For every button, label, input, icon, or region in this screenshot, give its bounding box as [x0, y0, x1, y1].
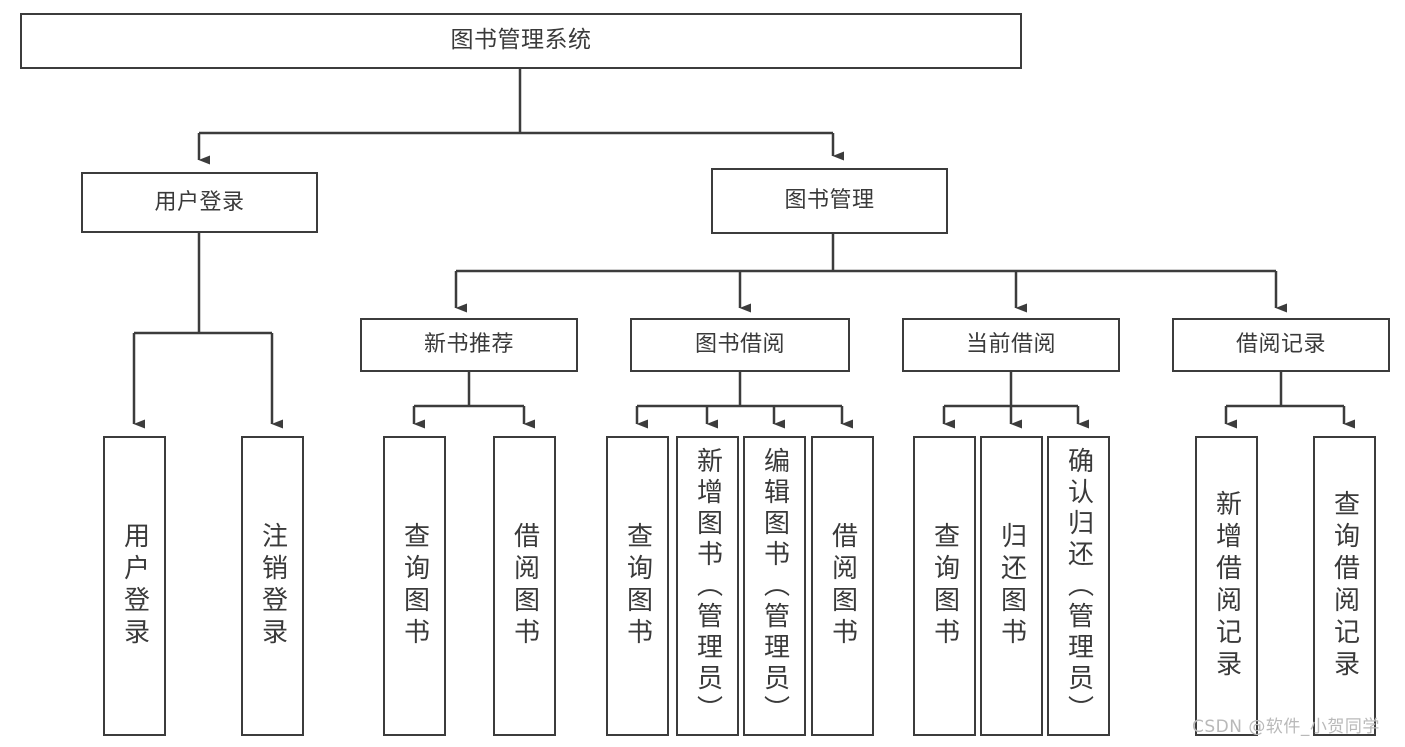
node-label: 用户登录	[119, 522, 150, 650]
leaf-current-borrow-return[interactable]: 归还图书	[980, 436, 1043, 736]
node-label: 当前借阅	[965, 332, 1056, 358]
node-label: 图书管理系统	[450, 27, 592, 54]
node-label: 查询图书	[622, 522, 653, 650]
node-label: 借阅图书	[827, 522, 858, 650]
node-user-login[interactable]: 用户登录	[81, 172, 318, 233]
node-label: 新书推荐	[423, 332, 514, 358]
node-label: 查询借阅记录	[1329, 490, 1360, 682]
node-label: 查询图书	[399, 522, 430, 650]
leaf-book-borrow-add-admin[interactable]: 新增图书（管理员）	[676, 436, 739, 736]
leaf-current-borrow-query[interactable]: 查询图书	[913, 436, 976, 736]
leaf-borrow-record-query[interactable]: 查询借阅记录	[1313, 436, 1376, 736]
node-label: 编辑图书（管理员）	[759, 446, 790, 726]
node-label: 注销登录	[257, 522, 288, 650]
csdn-watermark: CSDN @软件_小贺同学	[1192, 717, 1380, 737]
node-label: 新增图书（管理员）	[692, 446, 723, 726]
leaf-current-borrow-confirm-admin[interactable]: 确认归还（管理员）	[1047, 436, 1110, 736]
leaf-user-login-logout[interactable]: 注销登录	[241, 436, 304, 736]
node-book-borrow[interactable]: 图书借阅	[630, 318, 850, 372]
node-book-management[interactable]: 图书管理	[711, 168, 948, 234]
node-borrow-record[interactable]: 借阅记录	[1172, 318, 1390, 372]
node-label: 图书借阅	[694, 332, 785, 358]
leaf-new-book-query[interactable]: 查询图书	[383, 436, 446, 736]
leaf-borrow-record-add[interactable]: 新增借阅记录	[1195, 436, 1258, 736]
node-label: 借阅记录	[1235, 332, 1326, 358]
node-label: 用户登录	[154, 189, 245, 215]
node-new-book-recommend[interactable]: 新书推荐	[360, 318, 578, 372]
node-current-borrow[interactable]: 当前借阅	[902, 318, 1120, 372]
leaf-new-book-borrow[interactable]: 借阅图书	[493, 436, 556, 736]
node-label: 图书管理	[784, 188, 875, 214]
node-label: 借阅图书	[509, 522, 540, 650]
node-label: 查询图书	[929, 522, 960, 650]
node-label: 新增借阅记录	[1211, 490, 1242, 682]
leaf-book-borrow-edit-admin[interactable]: 编辑图书（管理员）	[743, 436, 806, 736]
leaf-user-login-login[interactable]: 用户登录	[103, 436, 166, 736]
node-label: 归还图书	[996, 522, 1027, 650]
leaf-book-borrow-query[interactable]: 查询图书	[606, 436, 669, 736]
leaf-book-borrow-borrow[interactable]: 借阅图书	[811, 436, 874, 736]
node-label: 确认归还（管理员）	[1063, 446, 1094, 726]
node-root-system[interactable]: 图书管理系统	[20, 13, 1022, 69]
